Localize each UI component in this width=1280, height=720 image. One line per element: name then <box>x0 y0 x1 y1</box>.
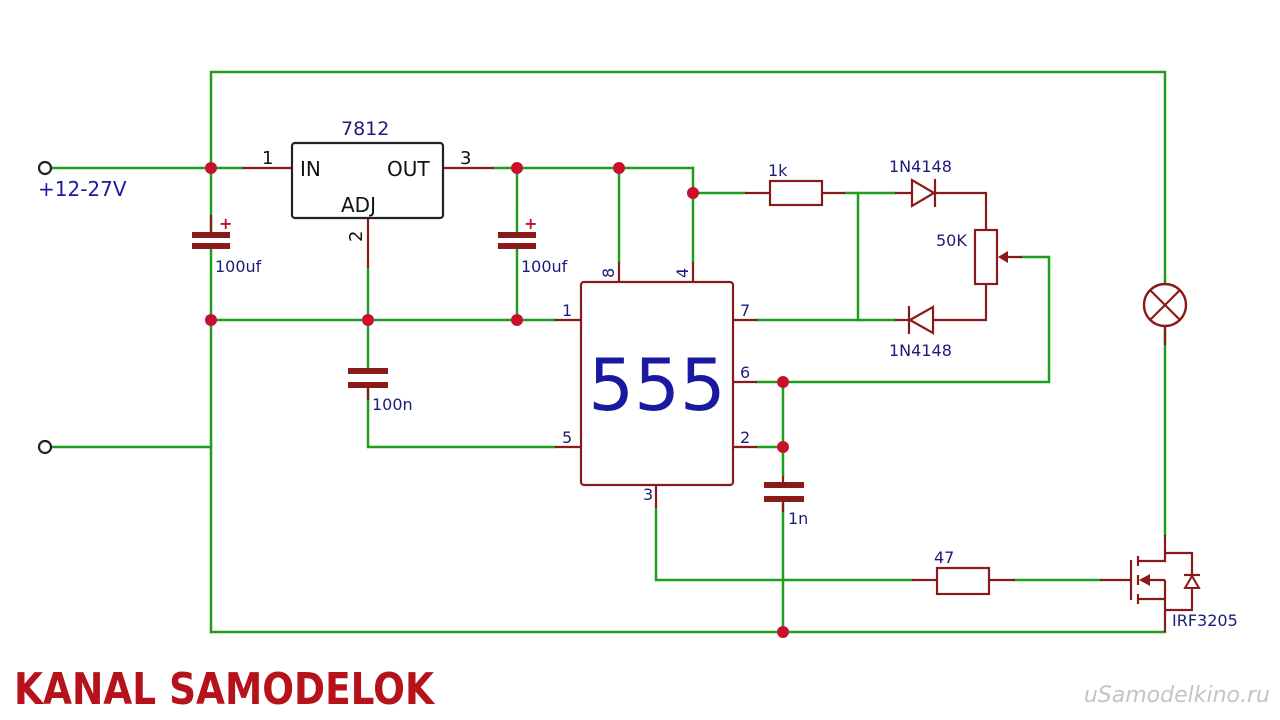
junction-dot <box>511 162 523 174</box>
pot-value: 50K <box>936 231 967 250</box>
timer-pin-number-3: 3 <box>643 485 653 504</box>
reg-pin-number-2: 2 <box>346 231 367 242</box>
cin-value: 100uf <box>215 257 262 276</box>
reg-body <box>290 141 445 220</box>
potentiometer-50k: 50K <box>936 228 1022 286</box>
reg-label-adj: ADJ <box>341 193 376 217</box>
dtop-part: 1N4148 <box>889 157 952 176</box>
capacitor-100n: 100n <box>348 368 413 414</box>
site-watermark: uSamodelkino.ru <box>1084 683 1270 708</box>
r1k-value: 1k <box>768 161 788 180</box>
mosfet-arrow <box>1139 574 1150 586</box>
wire-100n-pin5 <box>366 388 557 449</box>
regulator-7812: IN OUT ADJ 7812 1 3 2 <box>243 118 494 268</box>
timer-pin-number-2: 2 <box>740 428 750 447</box>
timer-body <box>579 280 735 487</box>
capacitor-input-100uf: + 100uf <box>192 214 262 276</box>
junction-dot <box>777 626 789 638</box>
reg-part-number: 7812 <box>341 118 389 140</box>
reg-pin-number-3: 3 <box>460 148 471 169</box>
cout-plate-top <box>498 232 536 238</box>
cin-polarity-mark: + <box>219 214 232 233</box>
junction-dot <box>777 441 789 453</box>
r47-value: 47 <box>934 548 954 567</box>
cin-plate-bottom <box>192 243 230 249</box>
timer-pin-number-1: 1 <box>562 301 572 320</box>
dbot-part: 1N4148 <box>889 341 952 360</box>
dtop-triangle <box>910 178 937 208</box>
cout-polarity-mark: + <box>524 214 537 233</box>
junction-dot <box>777 376 789 388</box>
diode-bottom-1n4148: 1N4148 <box>889 284 988 360</box>
mosfet-irf3205: IRF3205 <box>1100 535 1238 632</box>
dtop-lead-right <box>935 191 988 230</box>
reg-label-out: OUT <box>387 157 430 181</box>
mosfet-source <box>1138 597 1167 632</box>
wire-pin6-wiper <box>755 255 1051 384</box>
channel-brand: KANAL SAMODELOK <box>14 664 436 715</box>
r47-body <box>935 566 991 596</box>
pot-body <box>973 228 999 286</box>
wire-pin3-gate <box>654 506 914 582</box>
junction-dot <box>205 162 217 174</box>
c100n-value: 100n <box>372 395 413 414</box>
junction-dot <box>362 314 374 326</box>
timer-label: 555 <box>588 343 725 427</box>
dbot-triangle <box>907 305 935 335</box>
input-voltage-label: +12-27V <box>38 177 127 201</box>
input-terminal-positive <box>37 160 53 176</box>
timer-pin-number-5: 5 <box>562 428 572 447</box>
c1n-plate-top <box>764 482 804 488</box>
c1n-value: 1n <box>788 509 808 528</box>
wire-top-rail <box>209 70 1167 285</box>
timer-pin-number-4: 4 <box>673 268 692 278</box>
capacitor-output-100uf: + 100uf <box>498 214 568 276</box>
dbot-lead-right <box>933 284 988 322</box>
mosfet-part: IRF3205 <box>1172 611 1238 630</box>
timer-pin-number-6: 6 <box>740 363 750 382</box>
lamp <box>1142 282 1188 345</box>
wires <box>50 70 1167 634</box>
timer-pin-number-7: 7 <box>740 301 750 320</box>
mosfet-body-diode <box>1183 574 1201 589</box>
junctions <box>205 162 789 638</box>
input-terminal-ground <box>37 439 53 455</box>
diode-top-1n4148: 1N4148 <box>889 157 988 230</box>
cout-value: 100uf <box>521 257 568 276</box>
junction-dot <box>205 314 217 326</box>
reg-label-in: IN <box>300 157 321 181</box>
timer-555: 555 1 5 7 6 2 3 8 4 <box>555 262 757 508</box>
c100n-plate-bottom <box>348 382 388 388</box>
resistor-1k: 1k <box>745 161 845 207</box>
c1n-plate-bottom <box>764 496 804 502</box>
cout-plate-bottom <box>498 243 536 249</box>
cin-plate-top <box>192 232 230 238</box>
pot-wiper-arrow <box>998 251 1008 263</box>
junction-dot <box>613 162 625 174</box>
junction-dot <box>511 314 523 326</box>
reg-pin-number-1: 1 <box>262 148 273 169</box>
lamp-cross-b <box>1149 289 1181 321</box>
junction-dot <box>687 187 699 199</box>
mosfet-drain <box>1138 535 1167 563</box>
capacitor-1n: 1n <box>764 476 808 528</box>
timer-pin-number-8: 8 <box>599 268 618 278</box>
resistor-47: 47 <box>912 548 1015 596</box>
r1k-body <box>768 179 824 207</box>
c100n-plate-top <box>348 368 388 374</box>
